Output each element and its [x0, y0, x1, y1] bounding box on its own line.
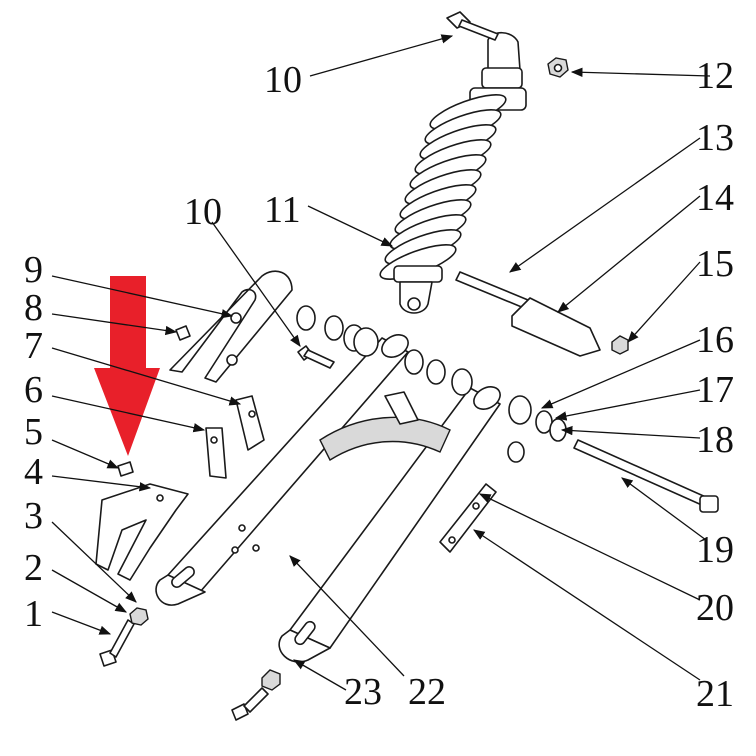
pivot-shaft-13 [455, 271, 529, 309]
callout-16: 16 [696, 319, 734, 361]
callout-4: 4 [24, 451, 43, 493]
callout-2: 2 [24, 547, 43, 589]
callout-11: 11 [264, 189, 301, 231]
shock-upper-nut [547, 57, 569, 78]
bracket-7 [235, 395, 265, 451]
link-bracket-14 [511, 297, 601, 357]
bolt-5 [117, 461, 134, 477]
long-axle-19 [573, 439, 719, 513]
nut-2 [129, 607, 149, 626]
red-pointer-arrow [94, 276, 160, 456]
bolt-8 [175, 325, 191, 341]
bolt-1 [99, 619, 135, 667]
callout-15: 15 [696, 243, 734, 285]
callout-10-lower: 10 [184, 191, 222, 233]
callout-7: 7 [24, 325, 43, 367]
shock-spring [379, 94, 507, 280]
callout-17: 17 [696, 369, 734, 411]
leader-lines [51, 34, 711, 691]
callout-21: 21 [696, 673, 734, 715]
callout-1: 1 [24, 593, 43, 635]
chain-slider-21 [439, 483, 497, 553]
callout-3: 3 [24, 495, 43, 537]
callout-14: 14 [696, 177, 734, 219]
chain-guard [169, 270, 293, 383]
mounting-bracket-4 [95, 483, 189, 581]
callout-18: 18 [696, 419, 734, 461]
callout-6: 6 [24, 369, 43, 411]
shock-upper-bolt [446, 11, 499, 41]
swingarm-frame [155, 334, 501, 663]
callout-8: 8 [24, 287, 43, 329]
callout-12: 12 [696, 55, 734, 97]
callout-labels: 1 2 3 4 5 6 7 8 9 10 10 11 12 13 14 15 1… [24, 55, 734, 715]
inner-pivot-bolt [297, 345, 335, 369]
callout-5: 5 [24, 411, 43, 453]
callout-10-upper: 10 [264, 59, 302, 101]
callout-20: 20 [696, 587, 734, 629]
pivot-spacers [296, 305, 567, 463]
bracket-6 [205, 427, 227, 479]
callout-13: 13 [696, 117, 734, 159]
callout-22: 22 [408, 671, 446, 713]
callout-23: 23 [344, 671, 382, 713]
shock-absorber [379, 31, 527, 314]
callout-9: 9 [24, 249, 43, 291]
lower-bolt-23 [231, 669, 281, 721]
nut-15 [611, 335, 629, 355]
callout-19: 19 [696, 529, 734, 571]
